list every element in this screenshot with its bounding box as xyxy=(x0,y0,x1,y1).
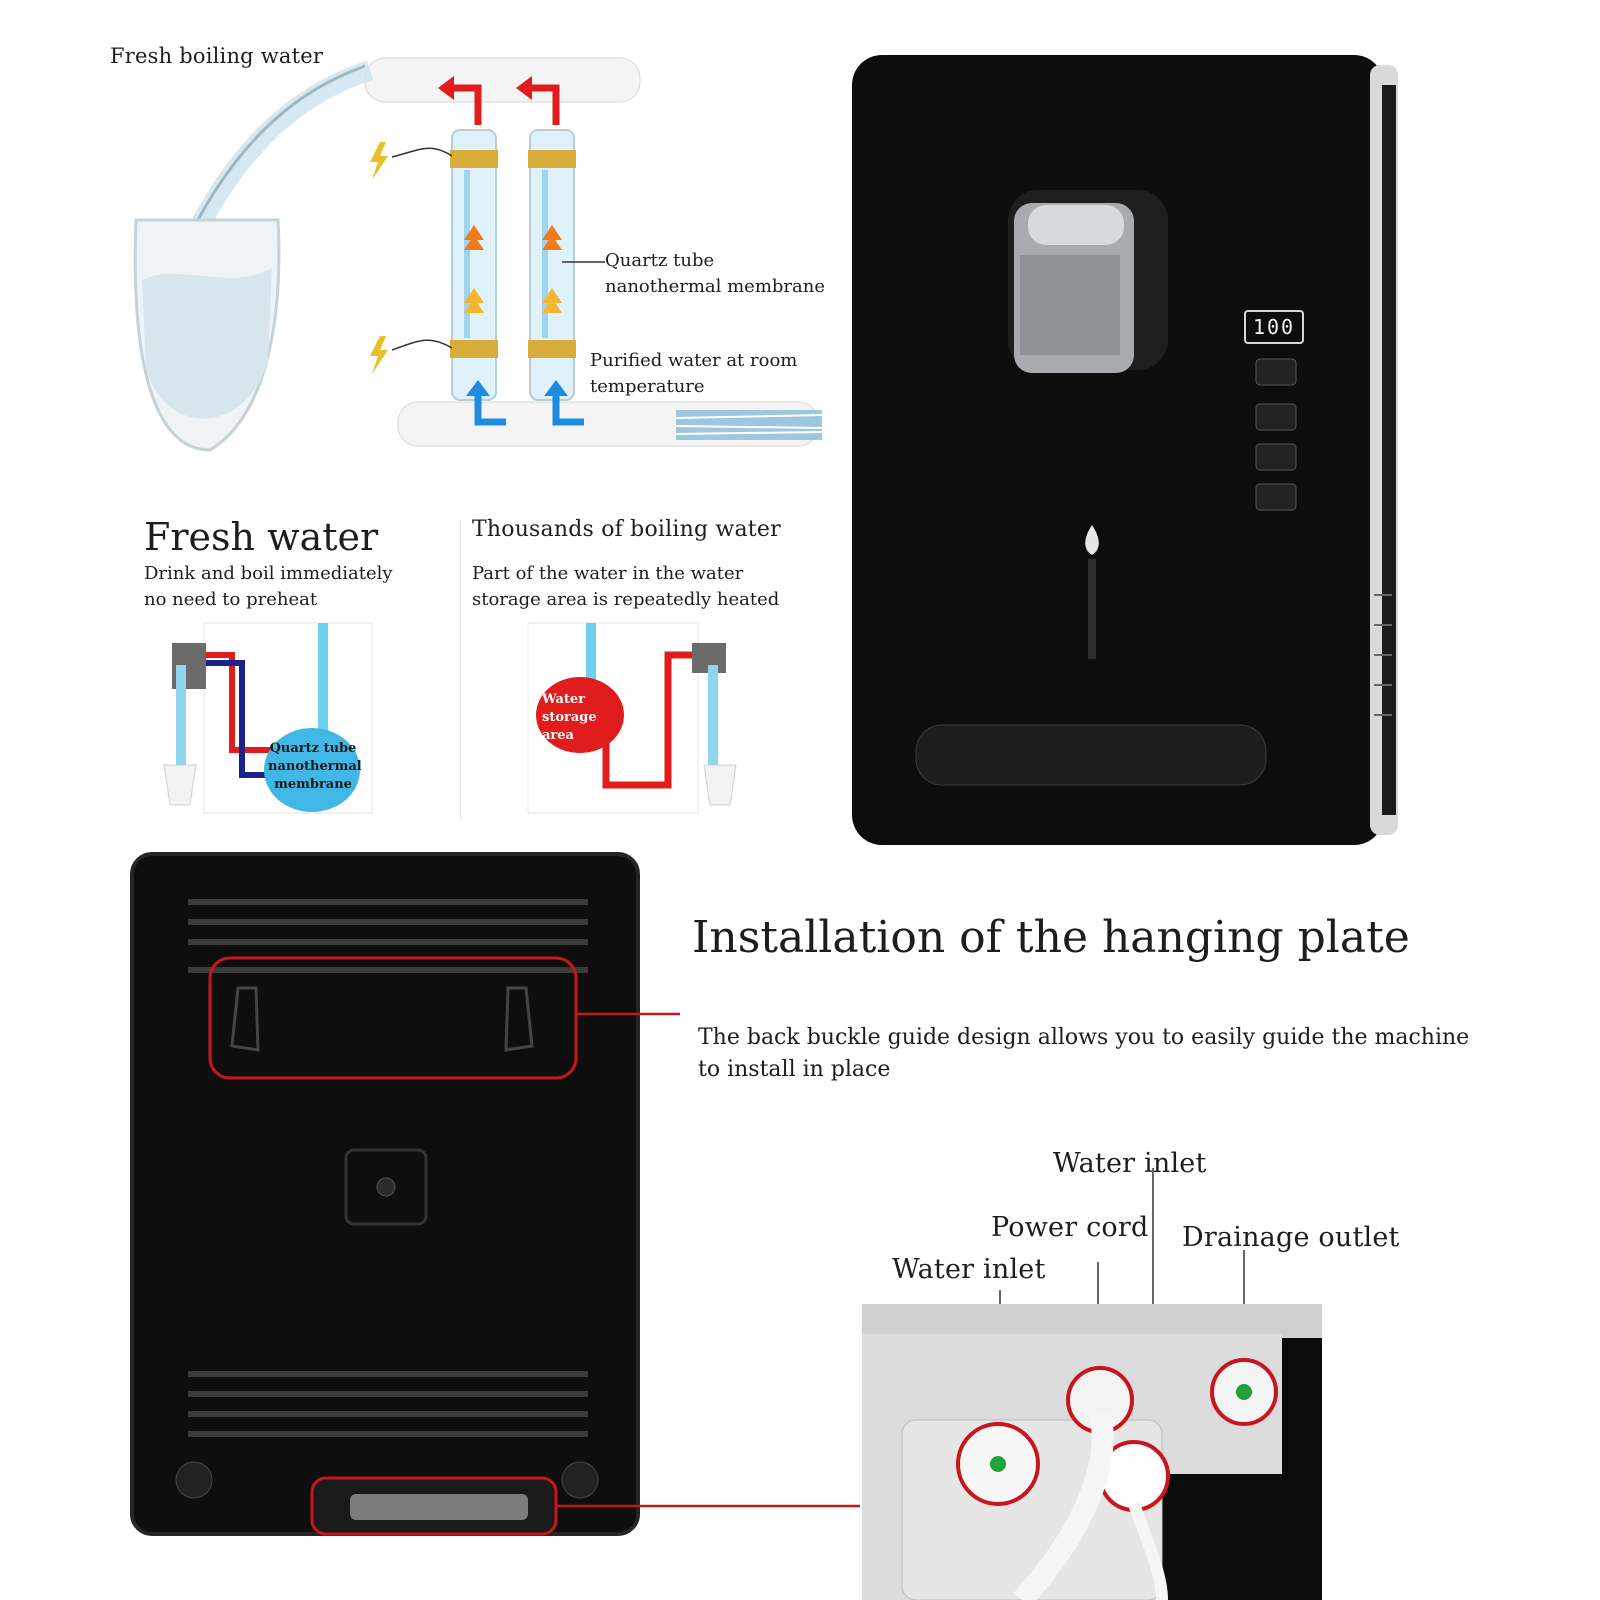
water-drop-icon xyxy=(1085,525,1099,555)
ports-closeup xyxy=(862,1304,1322,1600)
fresh-boiling-label: Fresh boiling water xyxy=(110,44,324,68)
dispenser-graphic xyxy=(852,55,1398,845)
lock-button[interactable] xyxy=(1256,484,1296,510)
drainage-outlet-label: Drainage outlet xyxy=(1182,1222,1400,1253)
boiling-water-panel: Thousands of boiling water Part of the w… xyxy=(470,515,830,815)
boiling-water-graphic xyxy=(527,622,737,814)
water-inlet-left-label: Water inlet xyxy=(892,1254,1046,1285)
dispense-button[interactable] xyxy=(1256,444,1296,470)
ports-closeup-graphic xyxy=(862,1304,1322,1600)
power-cord-label: Power cord xyxy=(991,1212,1149,1243)
heating-diagram-graphic xyxy=(133,57,823,452)
dispenser-back xyxy=(128,850,648,1540)
hot-flow-arrows xyxy=(438,76,560,125)
water-inlet-top-label: Water inlet xyxy=(1053,1148,1207,1179)
quartz-label: Quartz tube nanothermal membrane xyxy=(605,250,826,297)
fresh-water-title: Fresh water xyxy=(144,515,379,559)
cold-flow-arrows xyxy=(466,380,584,426)
lightning-icon xyxy=(370,142,388,374)
boiling-water-bubble-label: Water storage area xyxy=(542,692,597,743)
dispenser-front: 100 xyxy=(852,55,1412,845)
comparison-divider xyxy=(460,520,461,820)
boiling-water-subtitle: Part of the water in the water storage a… xyxy=(472,563,780,610)
arrow-up-icon xyxy=(464,225,562,313)
temperature-display: 100 xyxy=(1244,310,1304,344)
installation-title: Installation of the hanging plate xyxy=(692,912,1410,963)
hot-water-button[interactable] xyxy=(1256,359,1296,385)
heating-diagram: Fresh boiling water Quartz tube nanother… xyxy=(100,30,840,470)
fresh-water-subtitle: Drink and boil immediately no need to pr… xyxy=(144,563,393,610)
dispenser-back-graphic xyxy=(130,852,640,1536)
fresh-water-bubble-label: Quartz tube nanothermal membrane xyxy=(268,741,362,792)
boiling-water-title: Thousands of boiling water xyxy=(472,517,781,542)
purified-label: Purified water at room temperature xyxy=(590,350,798,397)
installation-description: The back buckle guide design allows you … xyxy=(698,1025,1470,1082)
warm-water-button[interactable] xyxy=(1256,404,1296,430)
fresh-water-panel: Fresh water Drink and boil immediately n… xyxy=(140,515,440,815)
fresh-water-graphic xyxy=(163,622,373,814)
